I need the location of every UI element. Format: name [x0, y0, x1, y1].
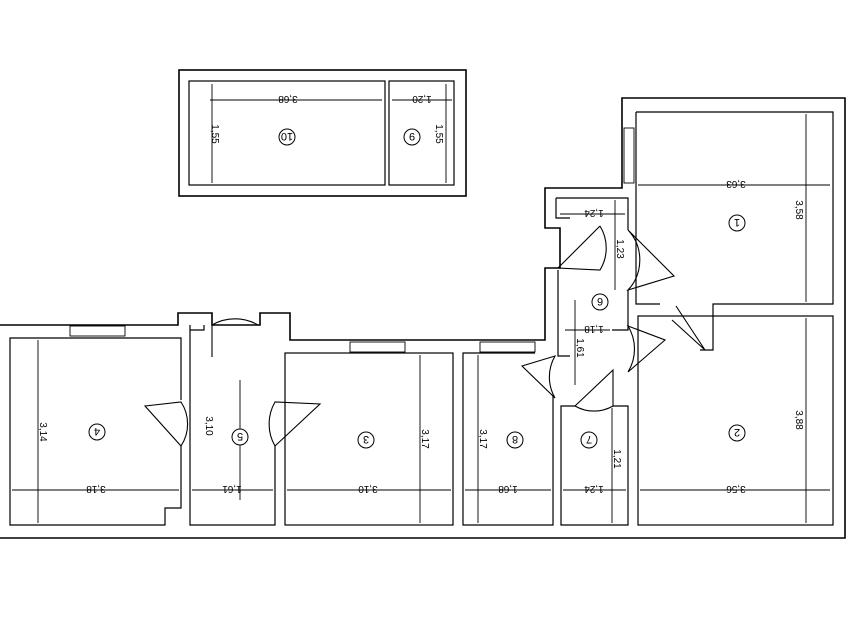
room-5-height-label: 3,10 [203, 416, 214, 436]
room-8-number: 8 [512, 433, 518, 445]
window [69, 325, 126, 337]
door-swing [626, 324, 667, 373]
door-swing [268, 401, 322, 447]
hall-outline [612, 290, 629, 331]
room-1-height-label: 3,58 [793, 200, 804, 220]
room-7-marker [580, 431, 598, 449]
room-9-height-label: 1,55 [433, 124, 444, 144]
annex-outer-wall [178, 69, 467, 197]
hall-outline [557, 270, 570, 357]
room-7-height-label: 1,21 [611, 449, 622, 469]
room-1-outline [635, 112, 660, 305]
doors [143, 225, 706, 447]
door-swing [626, 229, 676, 292]
room-7-number: 7 [586, 433, 592, 445]
window [479, 341, 536, 353]
main-outer-walls [0, 97, 846, 539]
room-7-outline [560, 405, 629, 526]
room-1-number: 1 [734, 216, 740, 228]
room-3-outline [284, 352, 454, 526]
room-6-height-label: 1,61 [574, 338, 585, 358]
room-2-marker [728, 424, 746, 442]
room-1-marker [728, 214, 746, 232]
room-4-marker [88, 423, 106, 441]
room-4-width-label: 3,18 [86, 483, 106, 494]
room-4-height-label: 3,14 [37, 422, 48, 442]
room-1-width-label: 3,63 [726, 178, 746, 189]
room-8-outline [462, 352, 554, 526]
window [349, 341, 406, 353]
room-3-height-label: 3,17 [419, 429, 430, 449]
outer-wall [0, 97, 846, 539]
room-10-height-label: 1,55 [209, 124, 220, 144]
room-3-number: 3 [363, 433, 369, 445]
room-9-outline [388, 80, 455, 186]
room-4-outline [9, 337, 182, 526]
room-6-marker [591, 293, 609, 311]
room-10-outline [188, 80, 386, 186]
annex-block [178, 69, 467, 197]
room-9-marker [403, 128, 421, 146]
room-3-width-label: 3,10 [358, 483, 378, 494]
room-5-width-label: 1,61 [222, 483, 242, 494]
room-8-height-label: 3,17 [477, 429, 488, 449]
door-swing [520, 355, 557, 399]
room-5-marker [231, 428, 249, 446]
room-8-marker [506, 431, 524, 449]
room-10-number: 10 [281, 130, 293, 142]
hall-outline [556, 197, 629, 230]
room-2-outline [637, 315, 834, 526]
room-5-outline [190, 325, 205, 331]
room-6-width-label: 1,18 [584, 323, 604, 334]
room-6-number: 6 [597, 295, 603, 307]
door-swing [211, 318, 259, 357]
room-9-width-label: 1,20 [412, 93, 432, 104]
room-8-width-label: 1,68 [498, 483, 518, 494]
hall-top-width-label: 1,24 [584, 207, 604, 218]
door-swing [556, 225, 607, 271]
room-7-width-label: 1,24 [584, 483, 604, 494]
room-2-number: 2 [734, 426, 740, 438]
door-swing [671, 305, 706, 351]
window [623, 127, 635, 184]
door-swing [143, 401, 189, 447]
room-10-width-label: 3,68 [278, 93, 298, 104]
room-2-width-label: 3,56 [726, 483, 746, 494]
room-5-outline [189, 325, 276, 526]
room-10-marker [278, 128, 296, 146]
room-9-number: 9 [409, 130, 415, 142]
hall-outline [555, 198, 570, 219]
room-3-marker [357, 431, 375, 449]
hall-top-height-label: 1,23 [614, 239, 625, 259]
room-4-number: 4 [94, 425, 100, 437]
room-1-outline [636, 111, 834, 351]
room-5-number: 5 [237, 430, 243, 442]
room-2-height-label: 3,88 [793, 410, 804, 430]
door-swing [574, 368, 614, 412]
